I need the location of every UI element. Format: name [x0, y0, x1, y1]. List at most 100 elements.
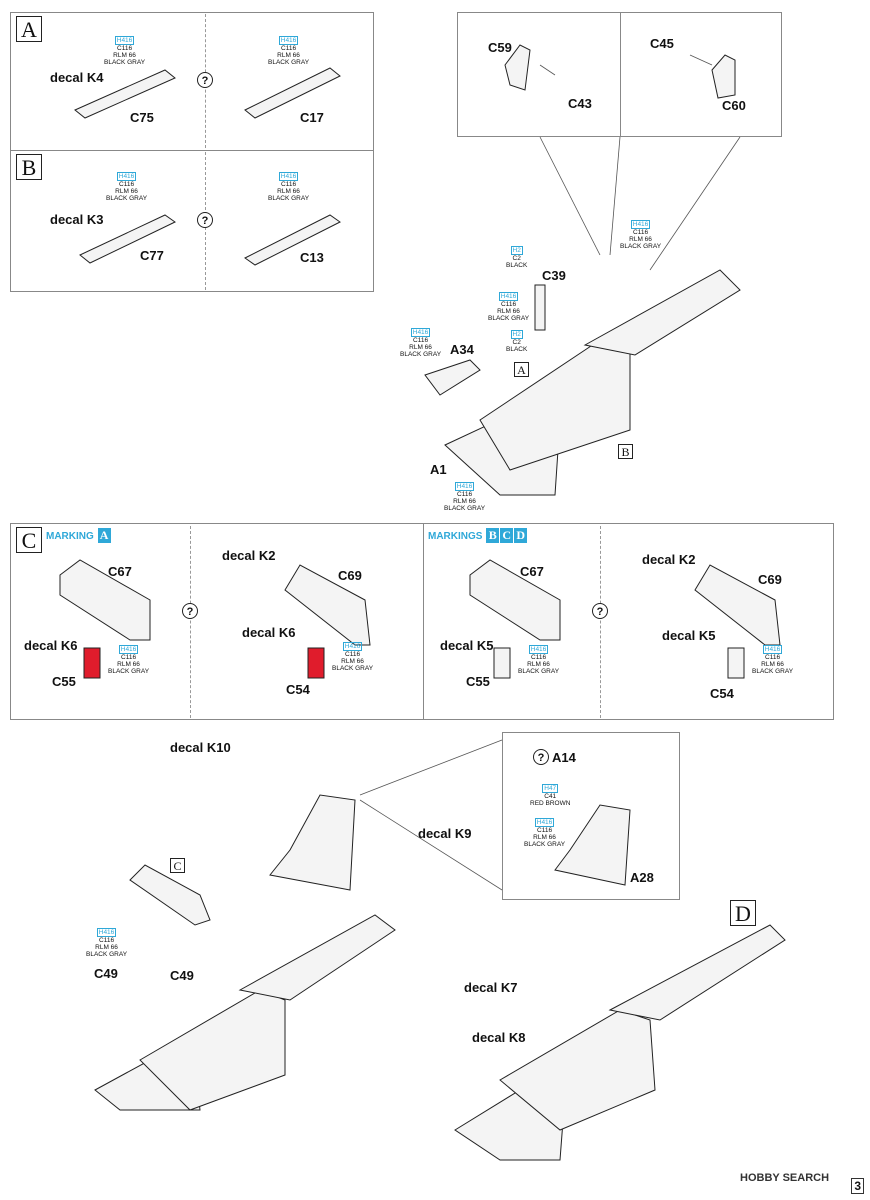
decal-k6: decal K6 [24, 638, 78, 653]
divider [190, 526, 191, 718]
part-label-c60: C60 [722, 98, 746, 113]
part-c-ref [129, 864, 211, 926]
part-label-c59: C59 [488, 40, 512, 55]
ref-c: C [170, 858, 185, 873]
question-icon: ? [182, 603, 198, 619]
part-c60 [711, 54, 736, 99]
question-icon: ? [197, 72, 213, 88]
step-d-box: D [730, 900, 756, 926]
part-c77 [79, 214, 176, 264]
part-c59 [504, 44, 531, 91]
question-icon: ? [592, 603, 608, 619]
decal-k8: decal K8 [472, 1030, 526, 1045]
part-c54-b [727, 647, 745, 679]
part-label-c13: C13 [300, 250, 324, 265]
marking-a-label: MARKING A [46, 528, 111, 543]
question-icon: ? [197, 212, 213, 228]
part-label-c43: C43 [568, 96, 592, 111]
page-number: 3 [851, 1178, 864, 1194]
part-label-c69: C69 [758, 572, 782, 587]
part-c54-a [307, 647, 325, 679]
part-c17 [244, 67, 341, 119]
decal-k5: decal K5 [440, 638, 494, 653]
part-c69-a [284, 564, 371, 646]
part-c69-b [694, 564, 781, 646]
part-a34 [424, 359, 481, 396]
part-c75 [74, 69, 176, 119]
part-label-c69: C69 [338, 568, 362, 583]
part-label-c75: C75 [130, 110, 154, 125]
part-label-c17: C17 [300, 110, 324, 125]
decal-k2: decal K2 [642, 552, 696, 567]
ref-a: A [514, 362, 529, 377]
seat-option-frame [502, 732, 680, 900]
cockpit-tub-lower [139, 989, 286, 1111]
part-label-c54: C54 [710, 686, 734, 701]
cockpit-tub [479, 339, 631, 471]
decal-k9: decal K9 [418, 826, 472, 841]
decal-k4: decal K4 [50, 70, 104, 85]
part-c55-b [493, 647, 511, 679]
step-a-box: A [16, 16, 42, 42]
divider [620, 12, 621, 137]
part-label-a28: A28 [630, 870, 654, 885]
part-label-c49: C49 [94, 966, 118, 981]
decal-k6: decal K6 [242, 625, 296, 640]
decal-k2: decal K2 [222, 548, 276, 563]
subassembly-top-frame [457, 12, 782, 137]
cockpit-deck-lower [238, 914, 396, 1001]
part-c67-b [469, 559, 561, 641]
part-label-c67: C67 [520, 564, 544, 579]
part-label-c54: C54 [286, 682, 310, 697]
step-b-box: B [16, 154, 42, 180]
step-c-box: C [16, 527, 42, 553]
cockpit-tub-final [499, 1009, 656, 1131]
seat [269, 794, 356, 891]
part-label-a14: A14 [552, 750, 576, 765]
part-c67-a [59, 559, 151, 641]
part-label-c77: C77 [140, 248, 164, 263]
part-label-c49: C49 [170, 968, 194, 983]
part-c39 [534, 284, 546, 331]
part-label-c39: C39 [542, 268, 566, 283]
decal-k10: decal K10 [170, 740, 231, 755]
cockpit-deck [583, 269, 741, 356]
step-b-frame [10, 150, 374, 292]
question-icon: ? [533, 749, 549, 765]
step-c-frame [10, 523, 834, 720]
part-c13 [244, 214, 341, 266]
part-label-a1: A1 [430, 462, 447, 477]
part-label-c45: C45 [650, 36, 674, 51]
part-label-a34: A34 [450, 342, 474, 357]
cockpit-deck-final [608, 924, 786, 1021]
seat-a28 [554, 804, 631, 886]
part-label-c67: C67 [108, 564, 132, 579]
decal-k5: decal K5 [662, 628, 716, 643]
divider [423, 523, 424, 720]
divider [600, 526, 601, 718]
part-c55-a [83, 647, 101, 679]
part-label-c55: C55 [466, 674, 490, 689]
decal-k3: decal K3 [50, 212, 104, 227]
decal-k7: decal K7 [464, 980, 518, 995]
watermark-brand: HOBBY SEARCH [740, 1172, 830, 1184]
ref-b: B [618, 444, 633, 459]
part-label-c55: C55 [52, 674, 76, 689]
